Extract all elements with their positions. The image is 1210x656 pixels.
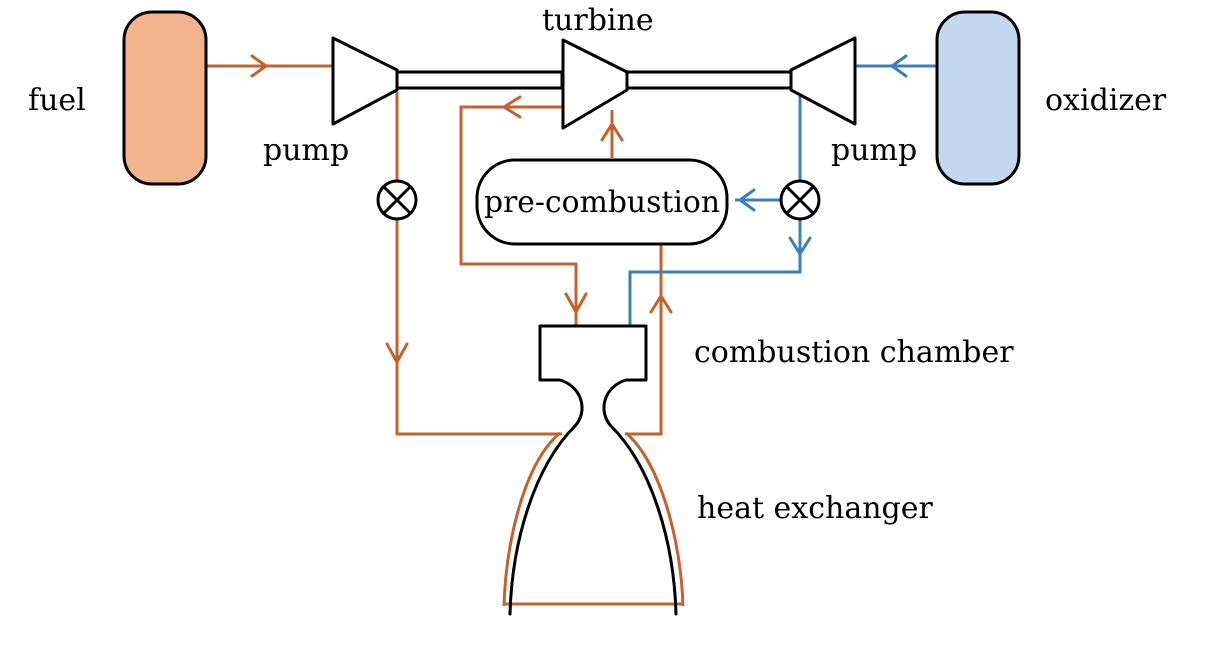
fuel-pipes [206,64,685,607]
combustion-chamber-label: combustion chamber [694,335,1014,370]
oxidizer-pump-shape [789,36,857,126]
cooling-return-line [625,244,663,436]
chevron-arrow-icon [649,294,673,314]
chevron-arrow-icon [564,292,588,314]
turbine-exhaust-line [459,105,578,326]
oxidizer-label: oxidizer [1045,83,1167,118]
chevron-arrow-icon [250,54,268,78]
chevron-arrow-icon [788,236,812,256]
chevron-arrow-icon [738,188,756,212]
oxidizer-valve [779,179,821,221]
oxidizer-tank [935,10,1021,186]
chevron-arrow-icon [502,95,522,119]
flow-arrows [250,54,908,364]
fuel-label: fuel [28,83,86,118]
heat-exchanger-label: heat exchanger [697,491,934,526]
pre-combustion-label: pre-combustion [484,185,720,220]
chevron-arrow-icon [385,342,409,364]
chevron-arrow-icon [600,122,624,142]
cooling-jacket-right [625,431,685,607]
fuel-main-line-lower [395,218,562,436]
fuel-valve [376,179,418,221]
oxidizer-pump-label: pump [831,133,917,168]
fuel-pump-shape [331,36,399,126]
oxidizer-pipes [628,64,937,326]
fuel-pump-label: pump [263,133,349,168]
cooling-jacket-left [502,431,561,607]
oxidizer-to-chamber-line [628,218,802,326]
chevron-arrow-icon [890,54,908,78]
circled-x-valve-icon [382,185,412,215]
turbine-shape [561,38,629,130]
pre-combustion-chamber [475,158,729,246]
turbine-label: turbine [542,3,654,38]
circled-x-valve-icon [785,185,815,215]
fuel-tank [122,10,208,186]
combustion-chamber-nozzle [508,324,678,616]
